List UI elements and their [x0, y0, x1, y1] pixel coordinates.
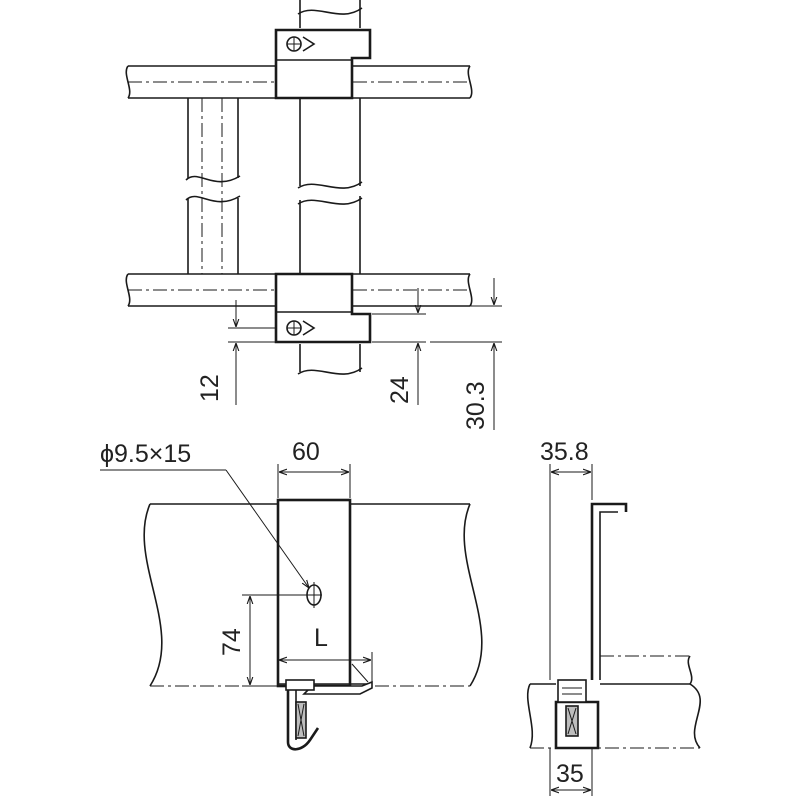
- vertical-profile: [297, 0, 363, 375]
- dimension-24: 24: [372, 288, 426, 405]
- side-bracket: [554, 502, 628, 750]
- dimension-12: 12: [196, 300, 276, 405]
- dim-label-35-8: 35.8: [540, 438, 589, 466]
- dimension-35-8: 35.8: [540, 438, 593, 680]
- cross-members: [185, 98, 241, 274]
- front-view: 60 ϕ9.5×15 74 L: [100, 438, 483, 751]
- dimension-60: 60: [277, 438, 351, 498]
- dimension-35: 35: [549, 748, 593, 796]
- dim-label-60: 60: [292, 438, 320, 466]
- dim-label-24: 24: [386, 376, 414, 404]
- side-rail: [526, 655, 701, 749]
- front-hole: [306, 582, 322, 608]
- dim-label-35: 35: [556, 760, 584, 788]
- front-hook: [285, 679, 320, 751]
- dim-label-74: 74: [218, 628, 246, 656]
- dim-label-12: 12: [196, 374, 224, 402]
- dim-label-L: L: [314, 624, 328, 652]
- side-view: 35.8 35: [526, 438, 701, 796]
- dimension-30-3: 30.3: [380, 278, 502, 430]
- dimension-hole: ϕ9.5×15: [100, 440, 309, 588]
- front-plate: [276, 498, 373, 695]
- dimension-74: 74: [218, 594, 306, 687]
- dim-label-30-3: 30.3: [462, 381, 490, 430]
- dimension-L: L: [279, 624, 373, 682]
- upper-bracket: [274, 28, 372, 100]
- dim-label-hole: ϕ9.5×15: [100, 440, 191, 468]
- lower-bracket: [274, 272, 372, 344]
- top-view: 12 24 30.3: [125, 0, 502, 430]
